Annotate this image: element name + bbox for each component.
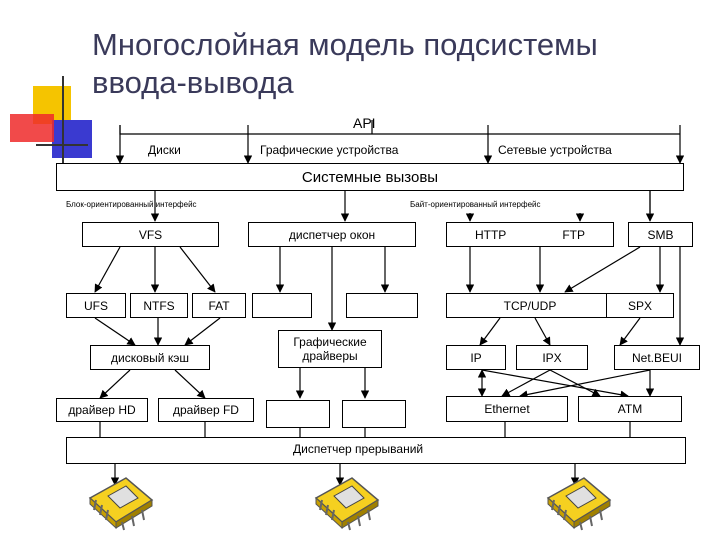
title-line-2: ввода-вывода [92, 65, 294, 100]
ftp-label: FTP [562, 227, 585, 242]
http-ftp-box: HTTP FTP [446, 222, 614, 247]
decor-horizontal-line [36, 144, 88, 146]
spx-label: SPX [627, 298, 652, 313]
system-calls-label: Системные вызовы [301, 168, 439, 186]
decor-red-square [10, 114, 54, 142]
disk-cache-box: дисковый кэш [90, 345, 210, 370]
hd-driver-box: драйвер HD [56, 398, 148, 422]
hd-driver-label: драйвер HD [68, 403, 136, 417]
network-devices-label: Сетевые устройства [498, 143, 612, 157]
graphics-empty-box-1 [252, 293, 312, 318]
graphics-driver-empty-1 [266, 400, 330, 428]
ipx-box: IPX [516, 345, 588, 370]
ip-box: IP [446, 345, 506, 370]
tcp-udp-box: TCP/UDP [446, 293, 614, 318]
ntfs-label: NTFS [143, 298, 175, 313]
smb-box: SMB [628, 222, 693, 247]
ntfs-box: NTFS [130, 293, 188, 318]
fat-box: FAT [192, 293, 246, 318]
interrupt-manager-label: Диспетчер прерываний [293, 442, 424, 456]
ethernet-label: Ethernet [484, 402, 530, 416]
graphic-drivers-box: Графические драйверы [278, 330, 382, 368]
window-manager-label: диспетчер окон [288, 227, 376, 242]
graphic-drivers-label: Графические драйверы [293, 335, 367, 363]
decor-blue-square [52, 120, 92, 158]
api-label: API [353, 115, 376, 131]
ufs-box: UFS [66, 293, 126, 318]
block-interface-label: Блок-ориентированный интерфейс [66, 200, 197, 209]
graphics-devices-label: Графические устройства [260, 143, 399, 157]
netbeui-label: Net.BEUI [631, 350, 682, 365]
graphics-empty-box-2 [346, 293, 418, 318]
title-line-1: Многослойная модель подсистемы [92, 27, 598, 62]
ethernet-box: Ethernet [446, 396, 568, 422]
chip-icon [88, 477, 154, 531]
ipx-label: IPX [542, 350, 562, 365]
spx-box: SPX [606, 293, 674, 318]
disks-label: Диски [148, 143, 181, 157]
fat-label: FAT [208, 298, 230, 313]
byte-interface-label: Байт-ориентированный интерфейс [410, 200, 541, 209]
atm-box: ATM [578, 396, 682, 422]
smb-label: SMB [647, 227, 674, 242]
vfs-label: VFS [138, 227, 163, 242]
http-label: HTTP [474, 227, 507, 242]
tcp-udp-label: TCP/UDP [503, 298, 557, 313]
decor-vertical-line [62, 76, 64, 166]
page-title: Многослойная модель подсистемы ввода-выв… [92, 26, 692, 102]
atm-label: ATM [617, 402, 643, 416]
interrupt-manager-box: Диспетчер прерываний [66, 437, 686, 464]
graphics-driver-empty-2 [342, 400, 406, 428]
netbeui-box: Net.BEUI [614, 345, 700, 370]
ufs-label: UFS [84, 298, 108, 313]
chip-icon [546, 477, 612, 531]
disk-cache-label: дисковый кэш [111, 350, 189, 365]
vfs-box: VFS [82, 222, 219, 247]
ip-label: IP [470, 350, 482, 365]
chip-icon [314, 477, 380, 531]
fd-driver-box: драйвер FD [158, 398, 254, 422]
system-calls-box: Системные вызовы [56, 163, 684, 191]
fd-driver-label: драйвер FD [173, 403, 239, 417]
window-manager-box: диспетчер окон [248, 222, 416, 247]
